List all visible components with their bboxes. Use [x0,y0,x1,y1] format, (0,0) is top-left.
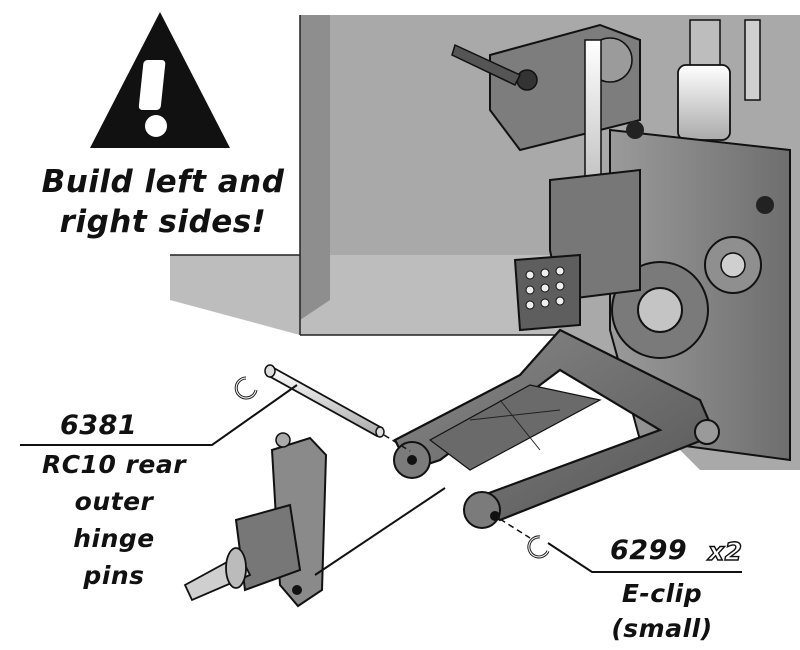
warning-message: Build left and right sides! [28,162,298,242]
hinge-block [513,168,641,332]
part-description-6381: RC10 rear outer hinge pins [24,446,204,594]
leader-line-6299 [547,542,742,573]
quantity-badge-6299: x2 [707,536,743,566]
desc-line: RC10 rear [41,450,187,479]
hub-carrier [183,432,446,608]
warning-triangle [90,12,230,148]
desc-line: pins [83,561,145,590]
desc-line: outer [74,487,154,516]
desc-line: E-clip [621,579,703,608]
e-clip-right [499,518,550,559]
warning-line-1: Build left and [41,164,285,200]
leader-line-6381 [20,384,298,446]
hinge-pin-6381 [264,364,411,452]
part-number-6299: 6299 [610,535,688,566]
warning-line-2: right sides! [59,204,267,240]
part-number-6381: 6381 [60,410,138,441]
part-description-6299: E-clip (small) [592,576,732,646]
desc-line: hinge [73,524,155,553]
upper-plate [451,19,761,241]
e-clip-left [234,376,258,400]
suspension-arm [393,328,720,529]
desc-line: (small) [611,614,713,643]
